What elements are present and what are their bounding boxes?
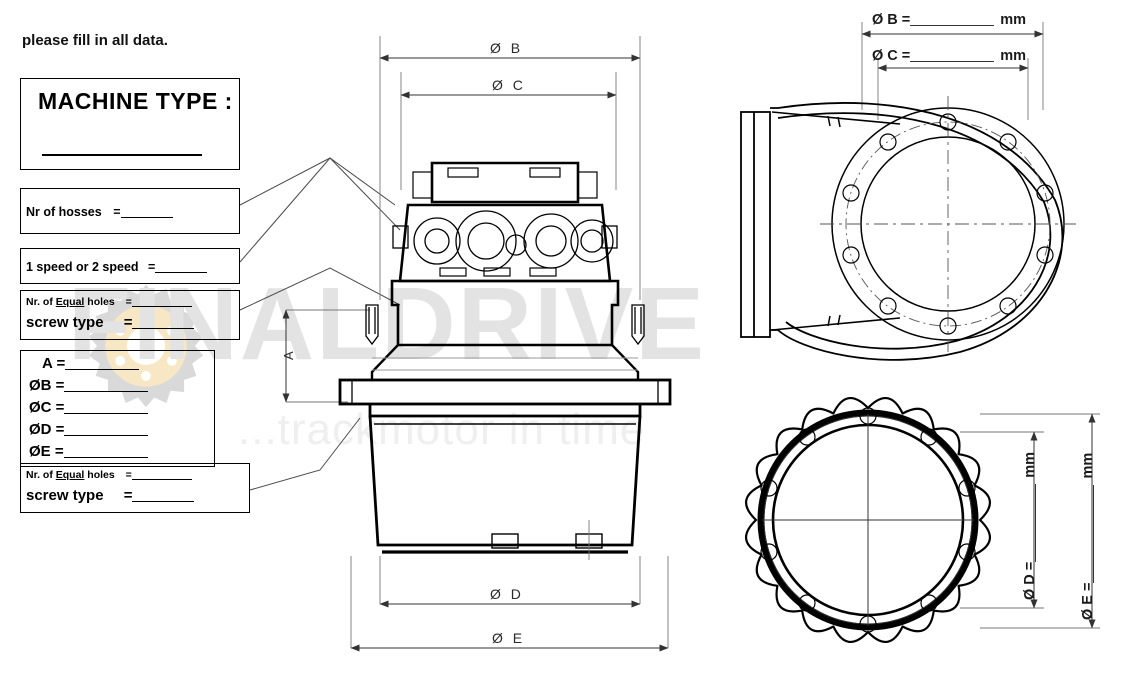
sprocket-caption-e-unit: mm bbox=[1080, 452, 1096, 479]
holes-upper-screw-label: screw type bbox=[26, 314, 104, 331]
housing-caption-b: Ø B = mm bbox=[872, 12, 1026, 28]
holes-upper-screw-eq: = bbox=[123, 314, 133, 331]
hoses-label: Nr of hosses bbox=[26, 205, 102, 219]
dimension-input-c[interactable] bbox=[64, 413, 149, 414]
holes-lower-screw-label: screw type bbox=[26, 487, 104, 504]
speed-row: 1 speed or 2 speed = bbox=[26, 260, 208, 274]
housing-caption-b-label: Ø B = bbox=[872, 12, 911, 28]
dimension-label-b: ØB = bbox=[29, 377, 65, 394]
housing-caption-b-unit: mm bbox=[1000, 12, 1027, 28]
holes-upper-screw-input[interactable] bbox=[132, 328, 195, 329]
holes-upper-count-row: Nr. of Equal holes = bbox=[26, 296, 192, 308]
holes-lower-screw-input[interactable] bbox=[132, 501, 195, 502]
main-dim-b-label: Ø B bbox=[490, 40, 524, 56]
sprocket-caption-e: Ø E = mm bbox=[1080, 453, 1096, 620]
dimension-input-b[interactable] bbox=[64, 391, 149, 392]
speed-label: 1 speed or 2 speed bbox=[26, 260, 139, 274]
dimension-label-a: A = bbox=[42, 355, 66, 372]
holes-upper-emph: Equal bbox=[55, 296, 85, 308]
dimension-label-d: ØD = bbox=[29, 421, 65, 438]
holes-lower-emph: Equal bbox=[55, 469, 85, 481]
dimension-row-c: ØC = bbox=[29, 399, 149, 416]
dimension-label-e: ØE = bbox=[29, 443, 64, 460]
instruction-note: please fill in all data. bbox=[22, 32, 168, 49]
holes-lower-screw-row: screw type = bbox=[26, 487, 195, 504]
speed-box bbox=[20, 248, 240, 284]
machine-type-box bbox=[20, 78, 240, 170]
holes-lower-pre: Nr. of bbox=[26, 469, 56, 481]
housing-input-b[interactable] bbox=[910, 25, 995, 26]
dimension-input-d[interactable] bbox=[64, 435, 149, 436]
housing-input-c[interactable] bbox=[910, 61, 995, 62]
main-dim-c-label: Ø C bbox=[492, 77, 526, 93]
holes-lower-post: holes bbox=[84, 469, 115, 481]
holes-lower-count-input[interactable] bbox=[131, 479, 192, 480]
machine-type-label: MACHINE TYPE : bbox=[38, 88, 233, 114]
holes-upper-pre: Nr. of bbox=[26, 296, 56, 308]
sprocket-caption-d-unit: mm bbox=[1022, 451, 1038, 478]
hoses-box bbox=[20, 188, 240, 234]
dimension-input-a[interactable] bbox=[65, 369, 140, 370]
holes-upper-count-input[interactable] bbox=[131, 306, 192, 307]
dimension-row-d: ØD = bbox=[29, 421, 149, 438]
sprocket-caption-e-label: Ø E = bbox=[1080, 582, 1096, 620]
housing-caption-c-label: Ø C = bbox=[872, 48, 911, 64]
main-dim-a-label: A bbox=[281, 351, 296, 360]
hoses-eq: = bbox=[113, 205, 121, 219]
holes-upper-post: holes bbox=[84, 296, 115, 308]
housing-caption-c-unit: mm bbox=[1000, 48, 1027, 64]
main-dim-e-label: Ø E bbox=[492, 630, 526, 646]
hoses-row: Nr of hosses = bbox=[26, 205, 173, 219]
holes-lower-count-row: Nr. of Equal holes = bbox=[26, 469, 192, 481]
sprocket-caption-d: Ø D = mm bbox=[1022, 452, 1038, 600]
hoses-input[interactable] bbox=[120, 217, 173, 218]
holes-upper-screw-row: screw type = bbox=[26, 314, 195, 331]
dimension-row-a: A = bbox=[42, 355, 140, 372]
sprocket-input-e[interactable] bbox=[1093, 484, 1094, 583]
dimension-row-e: ØE = bbox=[29, 443, 148, 460]
main-dim-d-label: Ø D bbox=[490, 586, 524, 602]
dimension-input-e[interactable] bbox=[63, 457, 148, 458]
holes-lower-eq: = bbox=[125, 469, 132, 481]
dimension-row-b: ØB = bbox=[29, 377, 149, 394]
machine-type-input[interactable] bbox=[42, 154, 202, 156]
holes-lower-screw-eq: = bbox=[123, 487, 133, 504]
dimension-label-c: ØC = bbox=[29, 399, 65, 416]
sprocket-input-d[interactable] bbox=[1035, 483, 1036, 562]
speed-eq: = bbox=[148, 260, 156, 274]
speed-input[interactable] bbox=[155, 272, 208, 273]
holes-lower-box bbox=[20, 463, 250, 513]
housing-caption-c: Ø C = mm bbox=[872, 48, 1026, 64]
sprocket-caption-d-label: Ø D = bbox=[1022, 561, 1038, 600]
